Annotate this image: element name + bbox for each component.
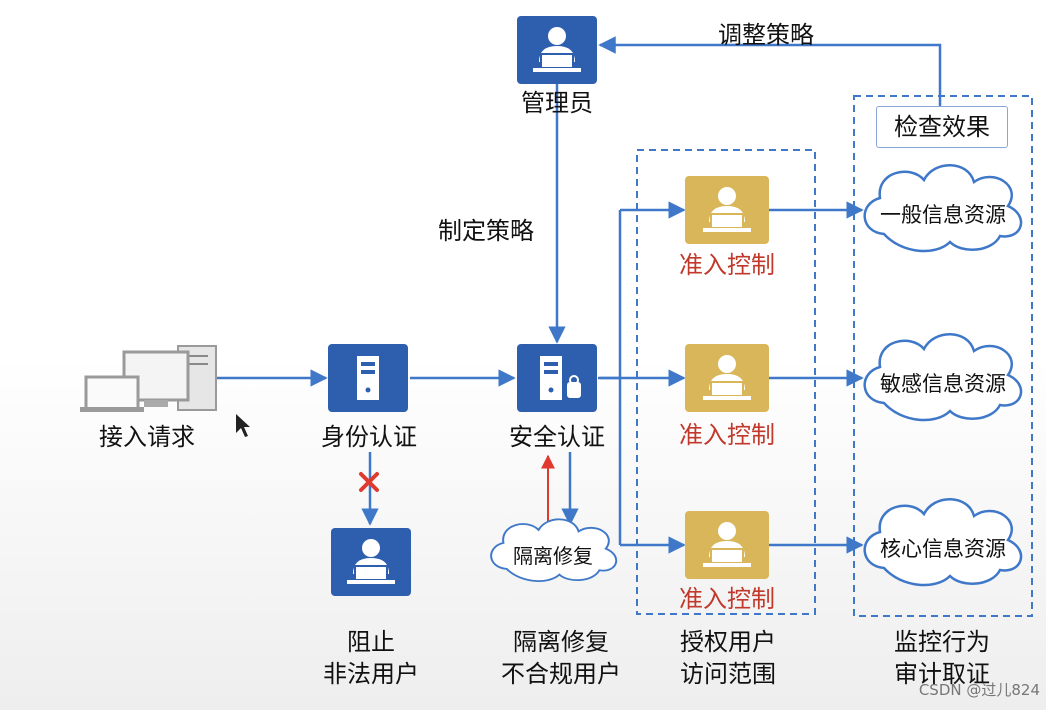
block-caption: 阻止 非法用户 — [306, 626, 436, 690]
sensitive-resource-label: 敏感信息资源 — [880, 372, 1006, 396]
make-strategy-label: 制定策略 — [438, 217, 534, 245]
access-control-label: 准入控制 — [679, 585, 775, 613]
block-caption-line1: 阻止 — [347, 628, 395, 656]
request-label: 接入请求 — [99, 423, 195, 451]
watermark: CSDN @过儿824 — [918, 681, 1040, 699]
access-control-label: 准入控制 — [679, 421, 775, 449]
identity-server-icon — [328, 344, 408, 412]
core-resource-label: 核心信息资源 — [880, 537, 1006, 561]
check-effect-box: 检查效果 — [876, 106, 1008, 148]
access-control-group — [636, 149, 816, 615]
admin-icon — [517, 16, 597, 84]
block-x-icon — [359, 472, 379, 492]
isolate-cloud-label: 隔离修复 — [513, 544, 593, 568]
isolate-caption-line2: 不合规用户 — [501, 660, 621, 688]
security-label: 安全认证 — [509, 423, 605, 451]
identity-label: 身份认证 — [321, 423, 417, 451]
adjust-strategy-label: 调整策略 — [718, 21, 814, 49]
authorize-caption: 授权用户 访问范围 — [666, 626, 790, 690]
access-control-icon — [685, 344, 769, 412]
blocked-user-icon — [331, 528, 411, 596]
general-resource-label: 一般信息资源 — [880, 203, 1006, 227]
access-control-icon — [685, 176, 769, 244]
monitor-caption-line1: 监控行为 — [894, 628, 990, 656]
monitor-caption: 监控行为 审计取证 — [880, 626, 1004, 690]
access-control-icon — [685, 511, 769, 579]
authorize-caption-line2: 访问范围 — [680, 660, 776, 688]
block-caption-line2: 非法用户 — [323, 660, 419, 688]
resource-group — [853, 95, 1033, 617]
admin-label: 管理员 — [521, 89, 593, 117]
authorize-caption-line1: 授权用户 — [680, 628, 776, 656]
monitor-caption-line2: 审计取证 — [894, 660, 990, 688]
computer-icon — [80, 345, 217, 412]
isolate-caption-line1: 隔离修复 — [513, 628, 609, 656]
security-server-icon — [517, 344, 597, 412]
isolate-caption: 隔离修复 不合规用户 — [486, 626, 636, 690]
cursor-icon — [236, 414, 250, 437]
connectors — [215, 36, 942, 554]
access-control-label: 准入控制 — [679, 251, 775, 279]
